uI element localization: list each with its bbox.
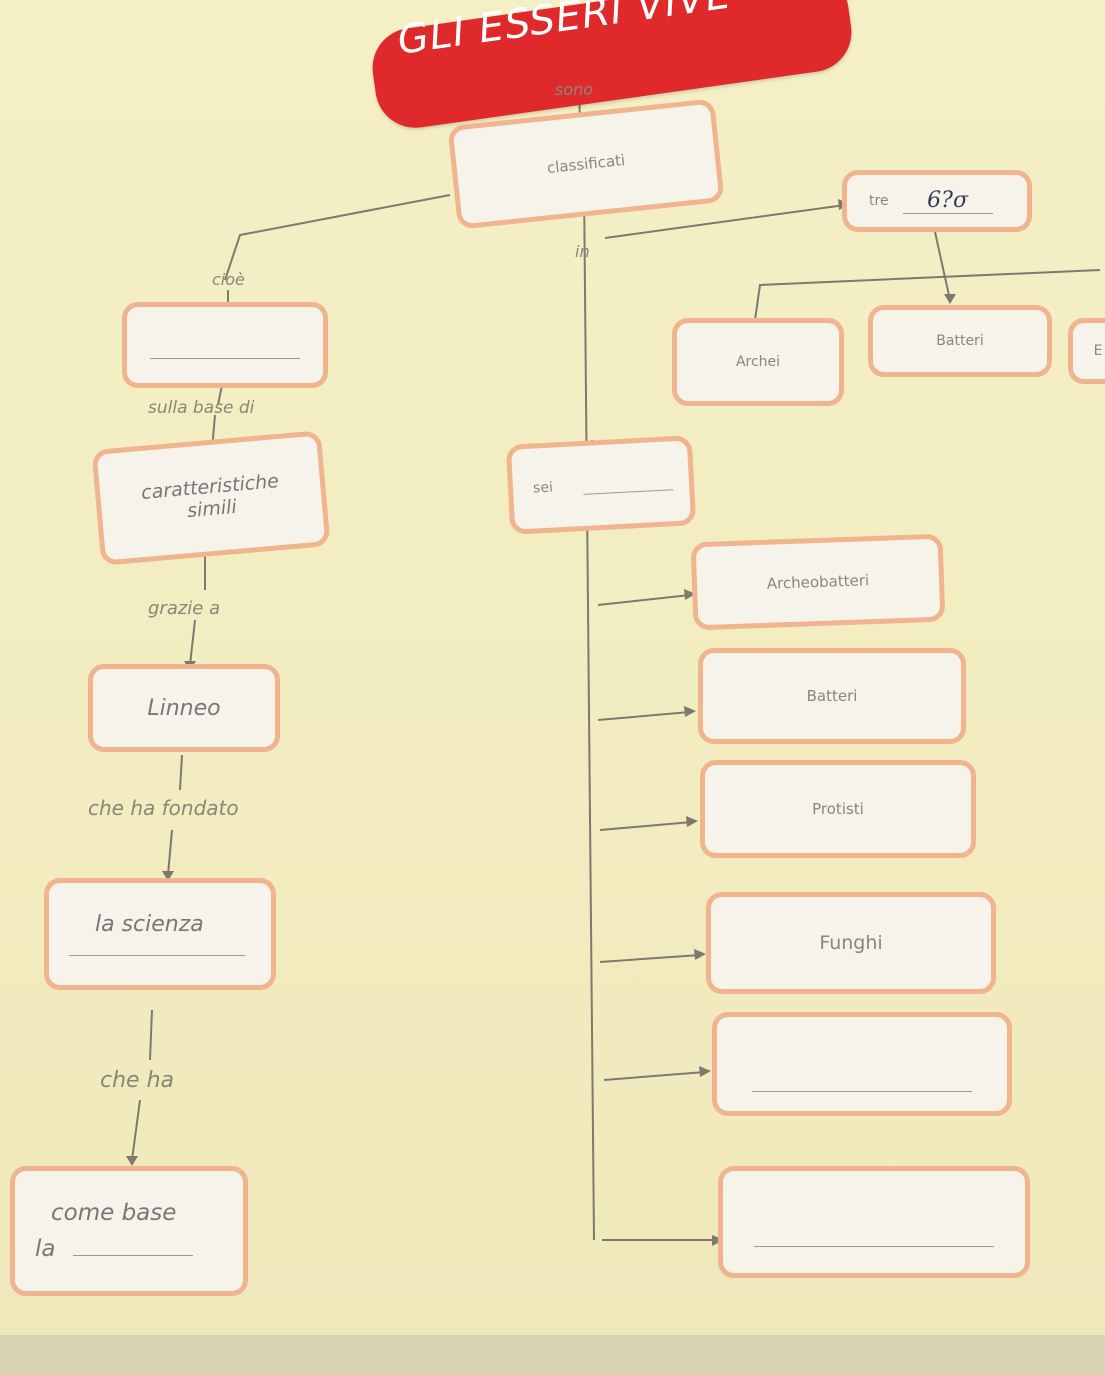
box-left-blank <box>122 302 328 388</box>
link-in: in <box>575 242 590 261</box>
come-base-blank-line <box>72 1241 193 1256</box>
box-domain-archei: Archei <box>672 318 844 406</box>
link-che-ha-fondato: che ha fondato <box>88 796 239 820</box>
kingdom-blank-line <box>752 1037 972 1092</box>
kingdom-label: Funghi <box>819 932 883 954</box>
link-che-ha: che ha <box>100 1068 174 1093</box>
come-base-label: come base <box>51 1200 177 1226</box>
tre-handwritten-answer: 6?σ <box>902 188 993 214</box>
box-linneo: Linneo <box>88 664 280 752</box>
domain-label: Archei <box>735 354 781 370</box>
link-cioe: cioè <box>212 270 245 289</box>
box-domain-batteri: Batteri <box>868 305 1052 377</box>
kingdom-label: Batteri <box>806 687 858 705</box>
caratteristiche-label: caratteristiche simili <box>140 470 280 523</box>
domain-label: Batteri <box>936 333 984 349</box>
box-come-base: come base la <box>10 1166 248 1296</box>
kingdom-label: Protisti <box>812 800 864 818</box>
link-sulla-base-di: sulla base di <box>148 398 255 418</box>
box-caratteristiche-simili: caratteristiche simili <box>91 430 331 566</box>
box-domain-eucarioti: E <box>1068 318 1105 384</box>
box-kingdom-blank-6 <box>718 1166 1030 1278</box>
page-bottom-edge <box>0 1335 1105 1375</box>
scienza-blank-line <box>69 937 245 956</box>
box-kingdom-funghi: Funghi <box>706 892 996 994</box>
box-sei-regni: sei <box>505 435 697 535</box>
kingdom-blank-line <box>754 1198 994 1247</box>
tre-label: tre <box>869 193 889 209</box>
linneo-label: Linneo <box>147 695 221 721</box>
link-sono: sono <box>555 80 594 99</box>
la-scienza-label: la scienza <box>95 912 204 937</box>
box-kingdom-protisti: Protisti <box>700 760 976 858</box>
la-blank-row: la <box>35 1236 193 1262</box>
box-kingdom-batteri: Batteri <box>698 648 966 744</box>
sei-label: sei <box>532 479 554 497</box>
la-label: la <box>35 1236 56 1262</box>
sei-blank-line <box>582 472 674 495</box>
kingdom-label: Archeobatteri <box>766 571 870 593</box>
box-kingdom-blank-5 <box>712 1012 1012 1116</box>
left-blank-line <box>150 332 300 359</box>
box-la-scienza: la scienza <box>44 878 276 990</box>
box-kingdom-archeobatteri: Archeobatteri <box>690 533 946 631</box>
link-grazie-a: grazie a <box>148 598 221 619</box>
domain-label: E <box>1093 343 1103 359</box>
box-tre-domini: tre 6?σ <box>842 170 1032 232</box>
classificati-label: classificati <box>546 150 626 178</box>
